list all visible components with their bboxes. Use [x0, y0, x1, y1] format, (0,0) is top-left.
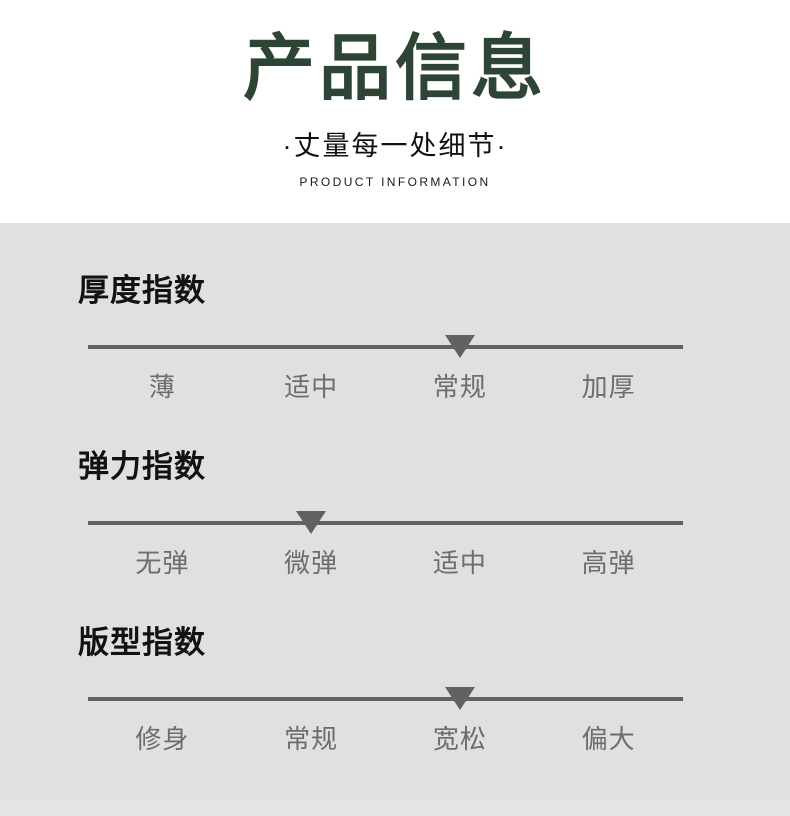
spec-heading: 弹力指数 [78, 449, 206, 484]
page-subtitle: ·丈量每一处细节· [282, 131, 508, 161]
scale-line [88, 345, 683, 349]
spec-scale-labels: 无弹 微弹 适中 高弹 [88, 543, 683, 583]
scale-label-option[interactable]: 适中 [432, 548, 487, 578]
scale-label-option[interactable]: 宽松 [432, 724, 487, 754]
spec-scale[interactable] [88, 511, 683, 534]
spec-scale-labels: 薄 适中 常规 加厚 [88, 367, 683, 407]
scale-label-option[interactable]: 微弹 [284, 548, 339, 578]
scale-label-option[interactable]: 薄 [148, 372, 176, 402]
scale-line [88, 521, 683, 525]
scale-marker-triangle-icon [296, 511, 327, 534]
page-eyebrow-english: PRODUCT INFORMATION [299, 175, 491, 189]
scale-label-option[interactable]: 无弹 [135, 548, 190, 578]
scale-label-option[interactable]: 偏大 [581, 724, 636, 754]
scale-label-option[interactable]: 常规 [284, 724, 339, 754]
spec-scale[interactable] [88, 335, 683, 358]
scale-label-option[interactable]: 加厚 [581, 372, 636, 402]
panel-footer-strip [0, 800, 790, 816]
spec-heading: 版型指数 [78, 625, 206, 660]
page-header: 产品信息 ·丈量每一处细节· PRODUCT INFORMATION [0, 0, 790, 223]
scale-label-option[interactable]: 适中 [284, 372, 339, 402]
scale-label-option[interactable]: 常规 [432, 372, 487, 402]
spec-panel: 厚度指数 薄 适中 常规 加厚 弹力指数 无弹 微弹 适中 [0, 223, 790, 800]
spec-scale[interactable] [88, 687, 683, 710]
scale-marker-triangle-icon [444, 687, 475, 710]
spec-heading: 厚度指数 [78, 273, 206, 308]
scale-line [88, 697, 683, 701]
page-title: 产品信息 [242, 29, 547, 109]
spec-scale-labels: 修身 常规 宽松 偏大 [88, 719, 683, 759]
scale-label-option[interactable]: 高弹 [581, 548, 636, 578]
scale-marker-triangle-icon [444, 335, 475, 358]
scale-label-option[interactable]: 修身 [135, 724, 190, 754]
